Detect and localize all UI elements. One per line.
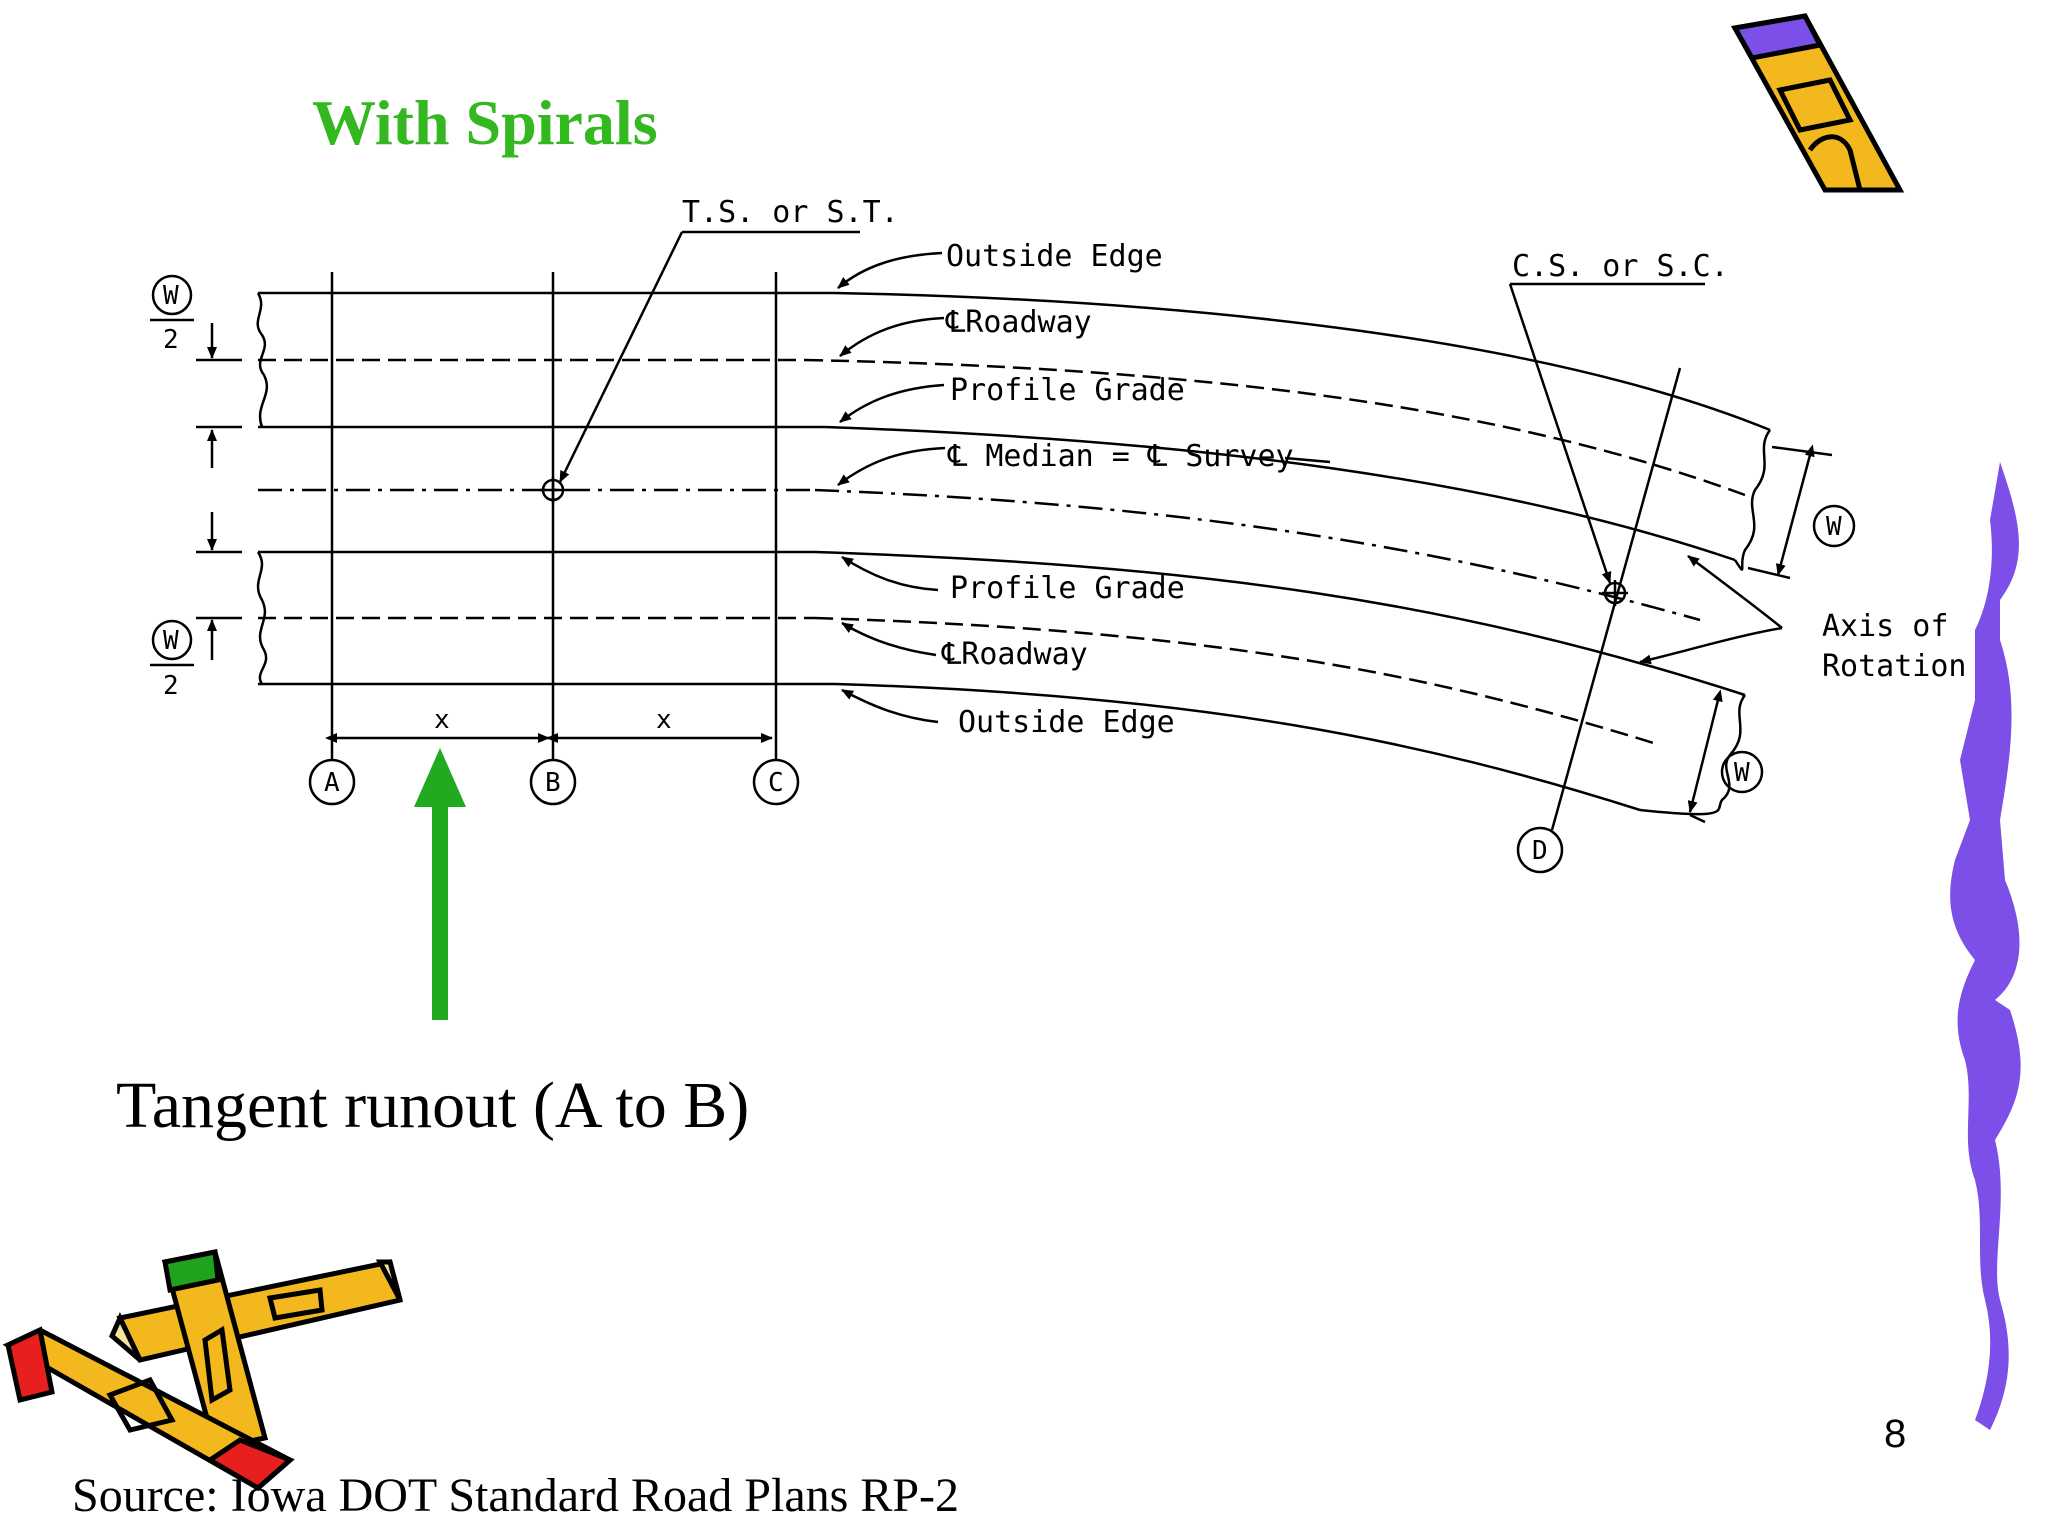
x-left-label: x — [434, 705, 450, 735]
break-line-top — [256, 292, 269, 428]
green-pointer-arrow — [414, 748, 466, 1020]
pivot-markers — [540, 477, 1628, 606]
profile-grade-top-label: Profile Grade — [950, 373, 1185, 408]
w-right-bottom-label: W — [1734, 758, 1750, 788]
purple-squiggle-decoration — [1950, 462, 2021, 1430]
left-dimensions — [196, 323, 242, 660]
w-right-top-label: W — [1826, 512, 1842, 542]
cl-roadway-bottom-curve — [814, 616, 1661, 747]
cs-sc-label: C.S. or S.C. — [1512, 249, 1729, 284]
axis-of-label: Axis of — [1822, 609, 1948, 644]
source-citation: Source: Iowa DOT Standard Road Plans RP-… — [72, 1469, 960, 1522]
two-top-label: 2 — [163, 325, 179, 355]
label-leaders — [837, 251, 1783, 724]
profile-grade-top-curve — [824, 425, 1736, 562]
median-curve — [814, 488, 1701, 622]
cl-roadway-bottom-label: ℄Roadway — [941, 637, 1088, 672]
point-a-label: A — [324, 768, 340, 798]
profile-grade-bottom-curve — [814, 550, 1746, 697]
point-c-circle — [752, 758, 800, 806]
point-d-circle — [1516, 826, 1564, 874]
point-a-circle — [308, 758, 356, 806]
ts-st-callout — [558, 230, 860, 483]
outside-edge-top-curve — [834, 291, 1771, 432]
cs-sc-callout — [1508, 282, 1705, 584]
right-dimensions — [1687, 444, 1856, 824]
spiral-section — [804, 291, 1772, 831]
two-bottom-label: 2 — [163, 671, 179, 701]
w-bottom-label: W — [163, 626, 179, 656]
slide-title: With Spirals — [312, 87, 658, 158]
break-line-right-bottom — [1639, 694, 1747, 816]
cl-roadway-top-curve — [804, 358, 1746, 497]
outside-edge-bottom-label: Outside Edge — [958, 705, 1175, 740]
profile-grade-bottom-label: Profile Grade — [950, 571, 1185, 606]
slide-caption: Tangent runout (A to B) — [116, 1069, 750, 1142]
point-c-label: C — [768, 768, 784, 798]
rotation-label: Rotation — [1822, 649, 1967, 684]
break-line-bottom — [256, 551, 268, 685]
tangent-section — [256, 272, 835, 760]
page-number: 8 — [1884, 1412, 1907, 1456]
median-survey-label: ℄ Median = ℄ Survey — [947, 439, 1294, 474]
x-right-label: x — [656, 705, 672, 735]
w-half-bottom — [150, 619, 194, 667]
outside-edge-bottom-curve — [834, 682, 1641, 812]
pencil-top-right-icon — [1731, 13, 1905, 193]
point-b-label: B — [545, 768, 561, 798]
cl-roadway-top-label: ℄Roadway — [945, 305, 1092, 340]
station-points — [308, 758, 1564, 874]
w-half-top — [150, 274, 194, 322]
break-line-right-top — [1733, 429, 1772, 571]
pencils-bottom-left-icon — [2, 1249, 404, 1492]
w-top-label: W — [163, 281, 179, 311]
point-b-circle — [529, 758, 577, 806]
outside-edge-top-label: Outside Edge — [946, 239, 1163, 274]
point-d-label: D — [1532, 836, 1548, 866]
ts-st-label: T.S. or S.T. — [682, 195, 899, 230]
